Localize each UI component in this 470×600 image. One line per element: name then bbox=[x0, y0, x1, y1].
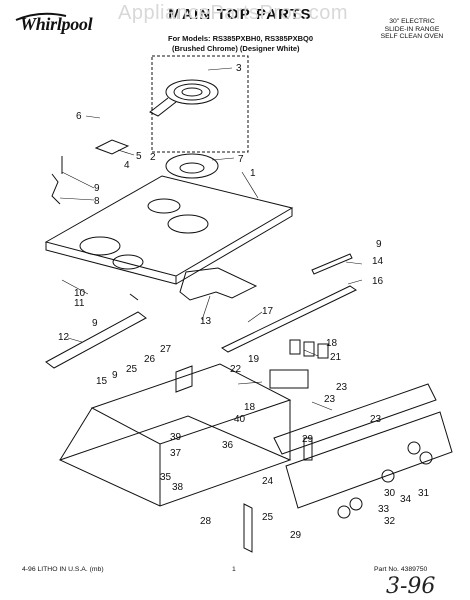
callout-37: 37 bbox=[170, 448, 182, 459]
watermark: AppliancePartsPros.com bbox=[118, 2, 348, 24]
print-info: 4-96 LITHO IN U.S.A. (mb) bbox=[22, 566, 104, 573]
callout-35: 35 bbox=[160, 472, 172, 483]
callout-20: 21 bbox=[330, 352, 342, 363]
burner-box bbox=[58, 363, 292, 507]
product-line-1: 30" ELECTRIC bbox=[389, 18, 435, 25]
callout-22: 22 bbox=[230, 364, 242, 375]
callout-34: 27 bbox=[160, 344, 172, 355]
product-line-3: SELF CLEAN OVEN bbox=[380, 33, 444, 40]
rear-trim bbox=[220, 285, 358, 353]
callout-9b: 9 bbox=[376, 239, 382, 250]
callout-9d: 9 bbox=[112, 370, 118, 381]
callout-1: 1 bbox=[250, 168, 256, 179]
terminal-block bbox=[269, 369, 309, 389]
callout-24: 23 bbox=[336, 382, 348, 393]
callout-2: 2 bbox=[150, 152, 156, 163]
callout-3: 3 bbox=[236, 63, 242, 74]
callout-36: 36 bbox=[222, 440, 234, 451]
callout-33: 26 bbox=[144, 354, 156, 365]
whirlpool-logo bbox=[12, 8, 108, 48]
infinite-switches bbox=[289, 339, 329, 359]
leg-bracket bbox=[243, 503, 253, 553]
callout-23b: 24 bbox=[262, 476, 274, 487]
callout-30: 33 bbox=[378, 504, 390, 515]
callout-23a: 23 bbox=[324, 394, 336, 405]
callout-18a: 18 bbox=[326, 338, 338, 349]
callout-8: 8 bbox=[94, 196, 100, 207]
product-line-2: SLIDE-IN RANGE bbox=[384, 25, 440, 33]
handwritten-date: 3-96 bbox=[386, 574, 436, 599]
insulation bbox=[179, 267, 258, 301]
callout-6: 6 bbox=[76, 111, 82, 122]
callout-21: 29 bbox=[302, 434, 314, 445]
control-panel bbox=[273, 383, 453, 519]
callout-12: 12 bbox=[58, 332, 70, 343]
callout-31: 34 bbox=[400, 494, 412, 505]
callout-15: 15 bbox=[96, 376, 108, 387]
callout-9a: 9 bbox=[94, 183, 100, 194]
callout-19: 19 bbox=[248, 354, 260, 365]
callout-29b: 32 bbox=[384, 516, 396, 527]
rear-trim-upper bbox=[311, 253, 353, 275]
hold-down-clip bbox=[51, 173, 61, 205]
side-trim-left bbox=[45, 311, 147, 369]
leader-lines bbox=[59, 67, 363, 411]
callout-5: 5 bbox=[136, 151, 142, 162]
small-bracket bbox=[175, 365, 193, 393]
callout-18b: 18 bbox=[244, 402, 256, 413]
callout-38: 38 bbox=[172, 482, 184, 493]
whirlpool-swirl-icon bbox=[15, 12, 67, 21]
element-receptacle-bracket bbox=[94, 139, 130, 155]
callout-40: 40 bbox=[234, 414, 246, 425]
callout-10: 10 bbox=[74, 288, 86, 299]
main-cooktop bbox=[44, 175, 294, 285]
callout-14: 14 bbox=[372, 256, 384, 267]
callout-9c: 9 bbox=[92, 318, 98, 329]
callout-17: 17 bbox=[262, 306, 274, 317]
callout-23c: 25 bbox=[262, 512, 274, 523]
part-number: Part No. 4389750 bbox=[374, 566, 428, 573]
callout-7: 7 bbox=[238, 154, 244, 165]
callout-25: 30 bbox=[384, 488, 396, 499]
element-detail-box bbox=[151, 55, 249, 153]
callout-28: 28 bbox=[200, 516, 212, 527]
callout-26: 29 bbox=[290, 530, 302, 541]
callout-39: 39 bbox=[170, 432, 182, 443]
callout-29a: 31 bbox=[418, 488, 430, 499]
callout-32: 25 bbox=[126, 364, 138, 375]
callout-13: 13 bbox=[200, 316, 212, 327]
brand-name: Whirlpool bbox=[20, 14, 93, 34]
drip-bowl bbox=[165, 153, 219, 179]
callout-11: 11 bbox=[74, 298, 85, 309]
callout-27: 23 bbox=[370, 414, 382, 425]
screw-9b bbox=[129, 293, 139, 301]
callout-16: 16 bbox=[372, 276, 384, 287]
surface-element bbox=[149, 79, 219, 117]
timer bbox=[303, 437, 313, 461]
page-title: MAIN TOP PARTS bbox=[168, 6, 312, 23]
page-number: 1 bbox=[232, 566, 236, 573]
product-description: 30" ELECTRIC SLIDE-IN RANGE SELF CLEAN O… bbox=[362, 18, 462, 41]
callout-4: 4 bbox=[124, 160, 130, 171]
model-numbers: For Models: RS385PXBH0, RS385PXBQ0 bbox=[168, 34, 314, 43]
model-colors: (Brushed Chrome) (Designer White) bbox=[172, 44, 300, 53]
